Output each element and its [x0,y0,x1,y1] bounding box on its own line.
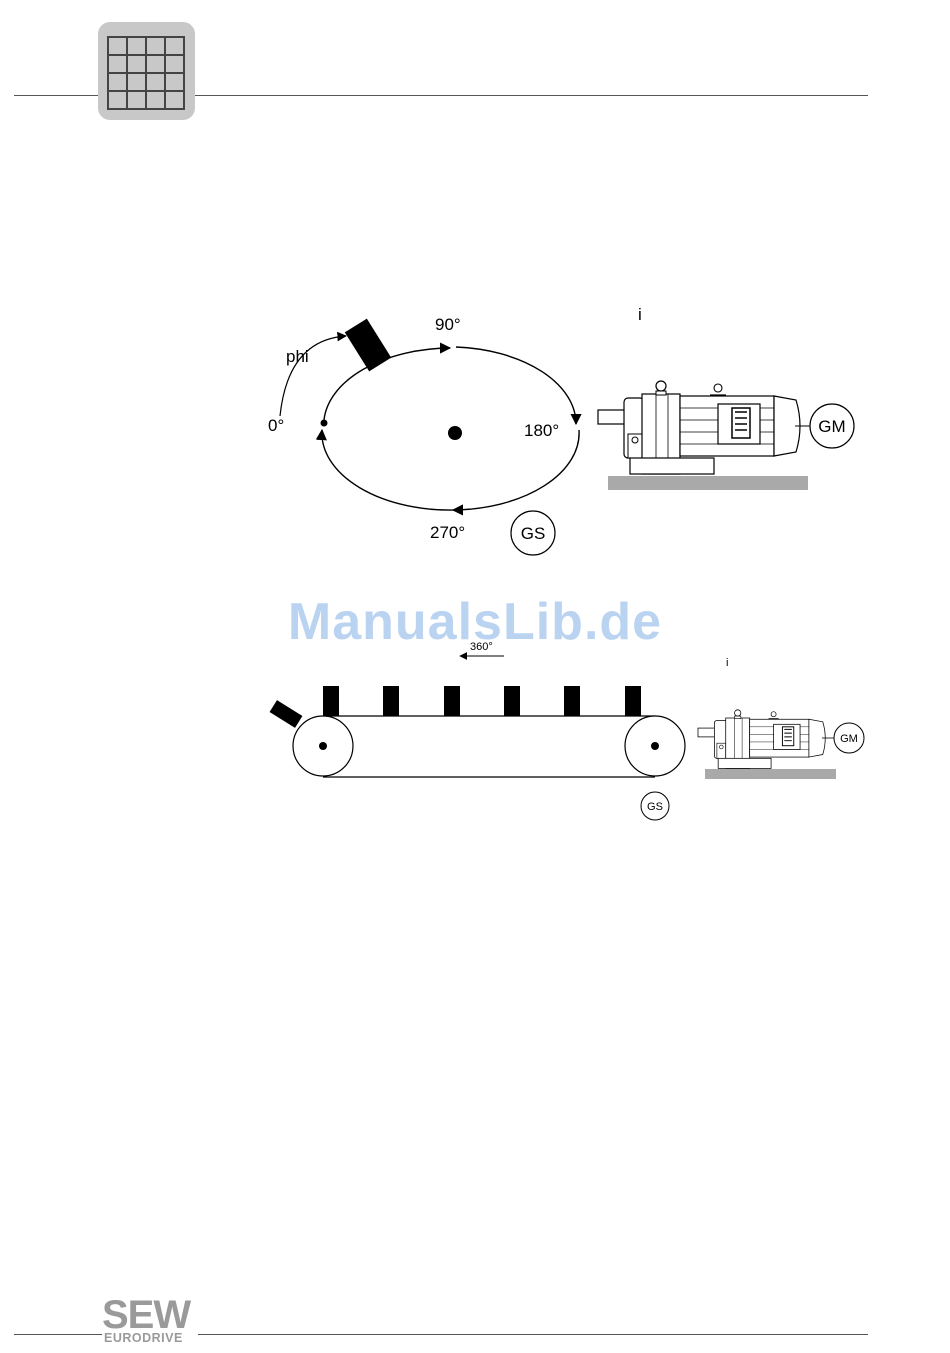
watermark: ManualsLib.de [0,592,950,652]
label-270-deg: 270° [430,523,465,542]
carrier-block [625,686,641,716]
carrier-block [383,686,399,716]
footer-rule-left [14,1334,102,1335]
conveyor-diagram: 360° i GS GM [270,641,864,820]
arc-90-180 [456,347,576,424]
label-phi: phi [286,347,309,366]
label-90-deg: 90° [435,315,461,334]
start-point [321,420,328,427]
carrier-block [564,686,580,716]
label-gs: GS [521,524,546,543]
brand-logo: SEW EURODRIVE [102,1298,198,1344]
logo-sew-text: SEW [102,1298,198,1332]
label-gs-small: GS [647,801,663,813]
arc-180-270 [453,430,579,510]
base-plate [608,476,808,490]
footer-rule-right [198,1334,868,1335]
rotary-diagram: 0° 90° 180° 270° phi i GS GM [268,305,854,555]
label-i-small: i [726,657,728,669]
carrier-block [323,686,339,716]
workpiece-block [345,319,391,372]
arc-270-0 [322,430,456,510]
label-gm-small: GM [840,733,858,745]
base-plate-small [705,769,836,779]
label-0-deg: 0° [268,416,284,435]
center-point [448,426,462,440]
label-180-deg: 180° [524,421,559,440]
carrier-block [444,686,460,716]
workpiece-block [270,700,303,728]
gearmotor-drawing-small [698,710,825,769]
gearmotor-drawing [598,381,800,474]
label-gm: GM [818,417,845,436]
label-i: i [638,305,642,324]
carrier-block [504,686,520,716]
